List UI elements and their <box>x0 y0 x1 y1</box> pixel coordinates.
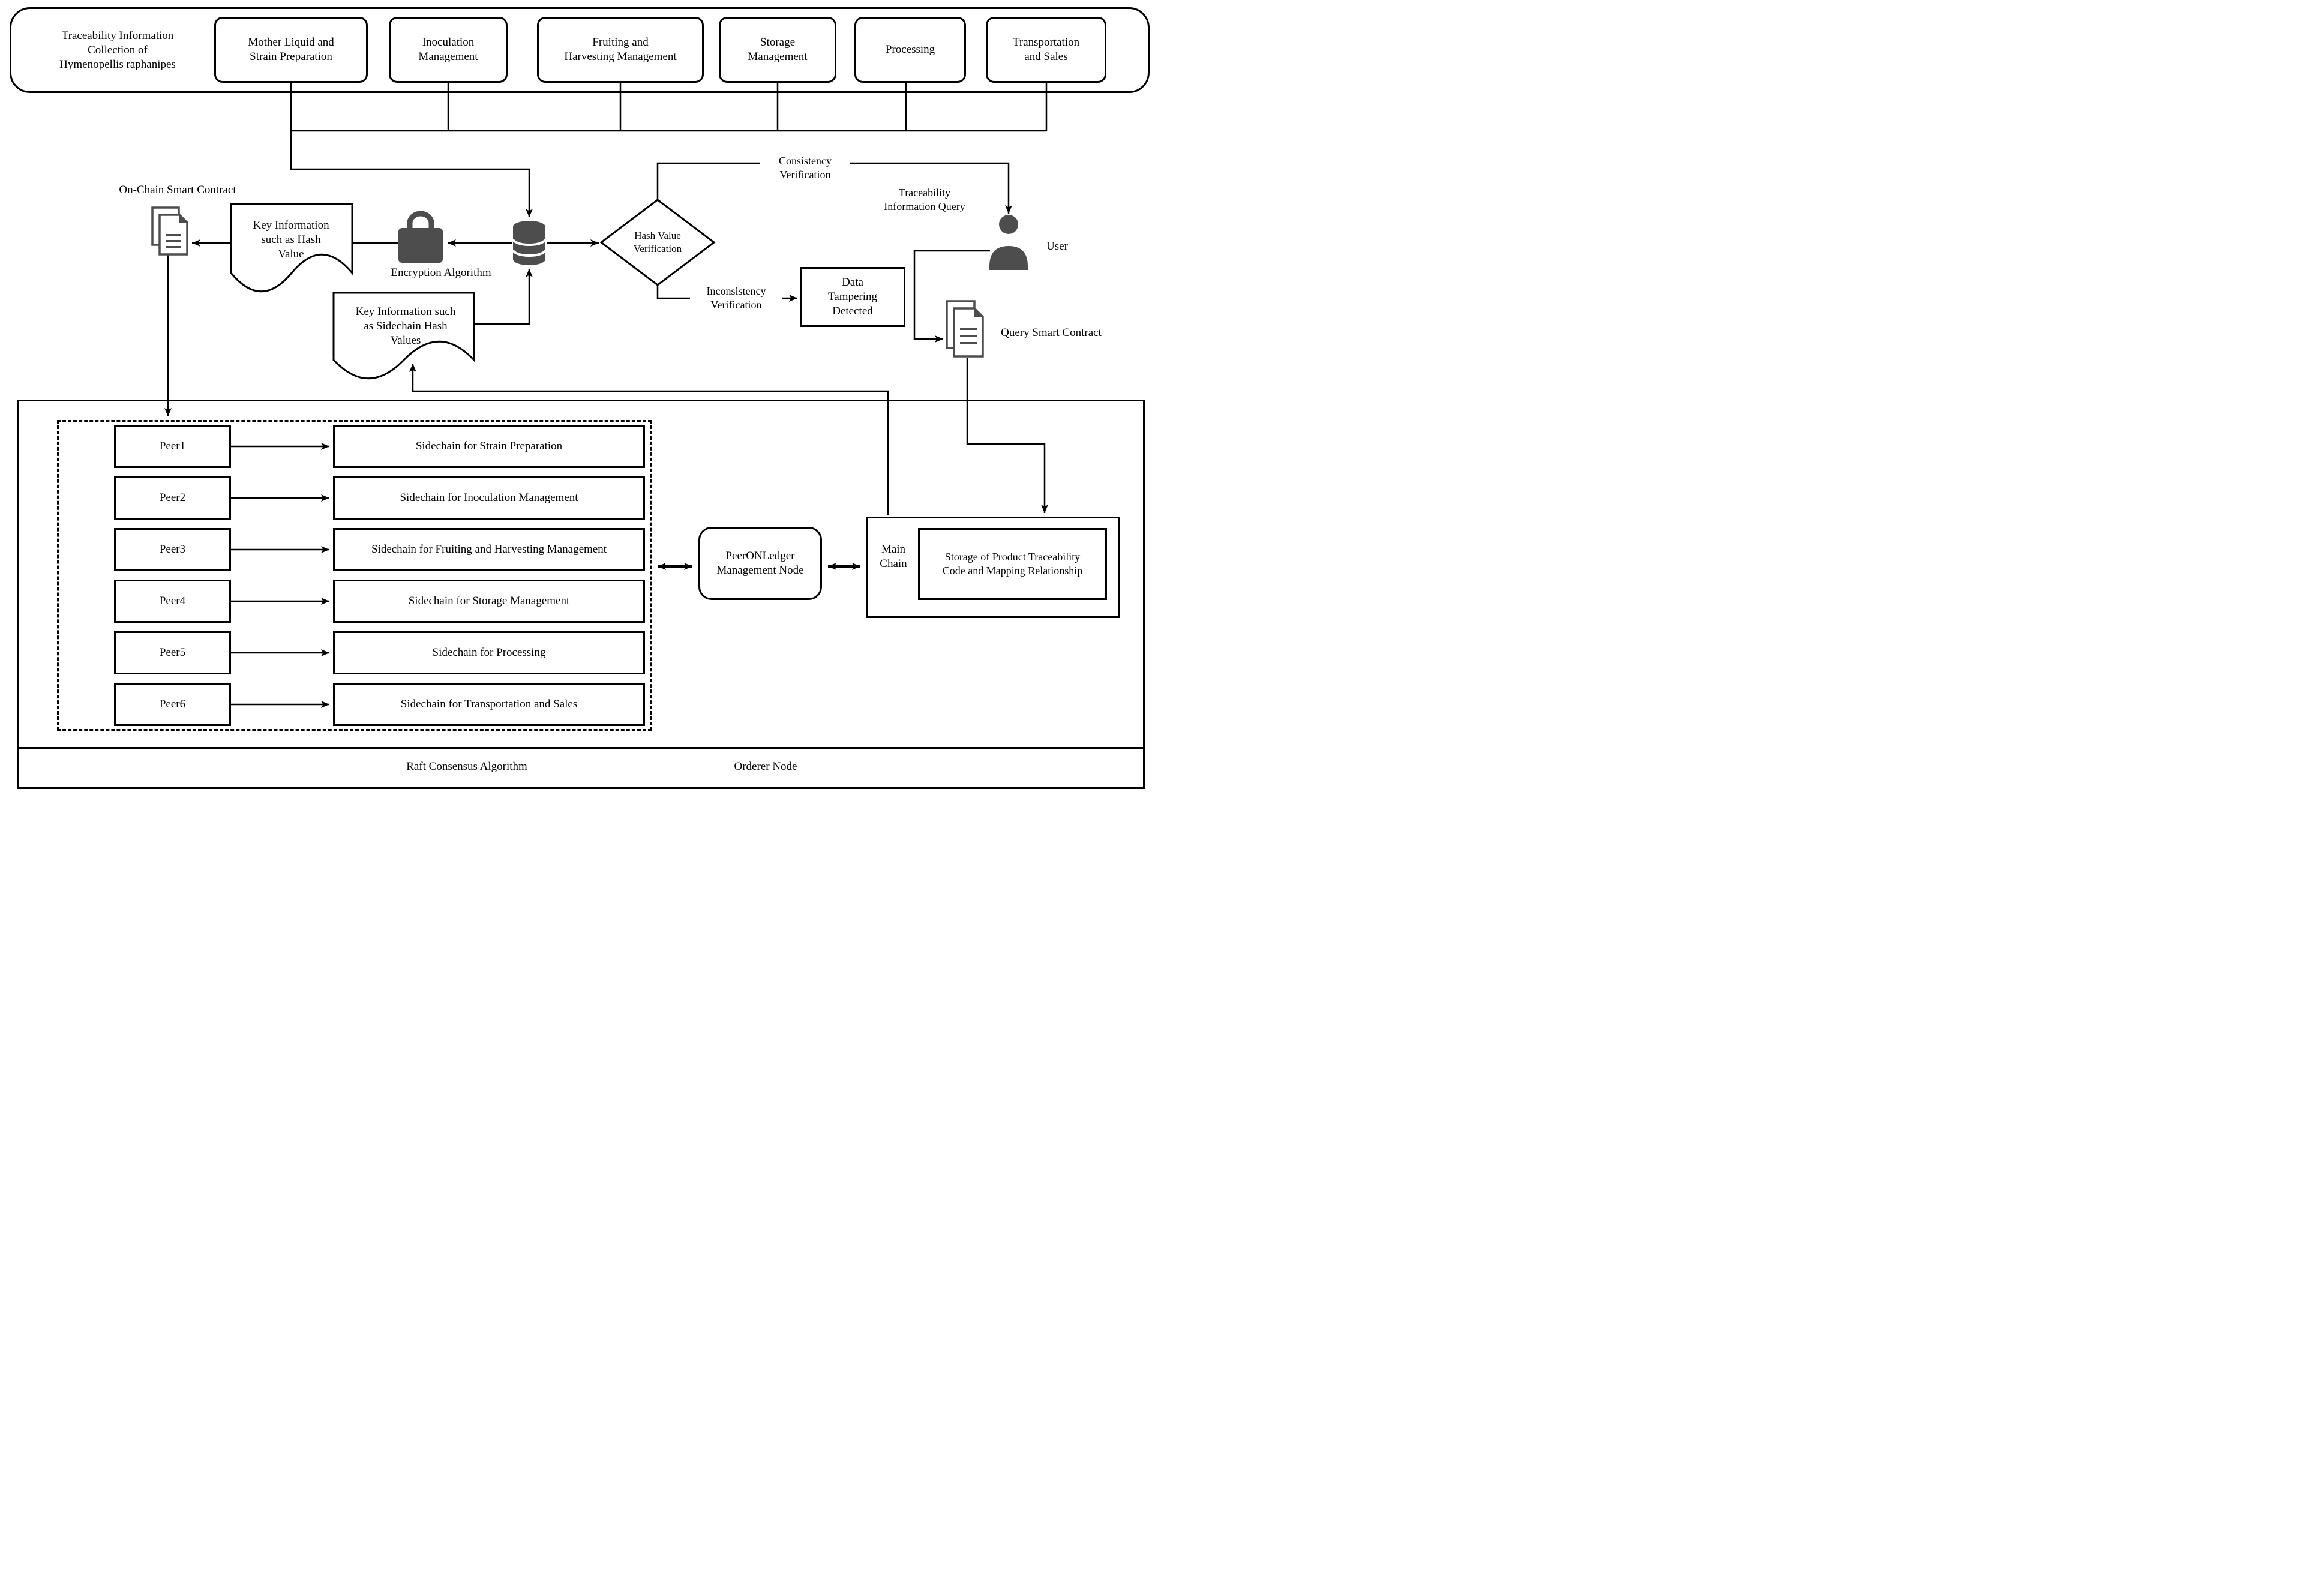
document-icon <box>946 300 984 358</box>
peer-box-2: Peer2 <box>114 476 231 520</box>
bus-to-database-arrow <box>290 131 533 217</box>
peer-box-4: Peer4 <box>114 580 231 623</box>
connector-layer <box>151 83 1048 708</box>
key-info-sidechain-label: Key Information such as Sidechain Hash V… <box>355 305 456 347</box>
on-chain-smart-contract-label: On-Chain Smart Contract <box>119 183 236 196</box>
consistency-verification-label: Consistency Verification <box>760 150 850 186</box>
document-icon <box>151 206 188 256</box>
inconsistency-verification-label: Inconsistency Verification <box>690 280 782 316</box>
key-info-hash-document-shape <box>230 203 353 293</box>
sidechain-box-2: Sidechain for Inoculation Management <box>333 476 645 520</box>
stage-mother-liquid: Mother Liquid and Strain Preparation <box>214 17 368 83</box>
user-label: User <box>1046 239 1068 253</box>
peer-box-1: Peer1 <box>114 425 231 468</box>
traceability-code-storage-box: Storage of Product Traceability Code and… <box>918 528 1107 600</box>
sidechain-box-3: Sidechain for Fruiting and Harvesting Ma… <box>333 528 645 571</box>
traceability-information-query-label: Traceability Information Query <box>884 186 965 212</box>
peer-sidechain-arrows <box>231 443 329 708</box>
peeronledger-management-node: PeerONLedger Management Node <box>698 527 822 600</box>
hash-value-verification-label: Hash Value Verification <box>633 230 682 254</box>
query-contract-to-mainchain-arrow <box>966 358 1048 513</box>
blockchain-traceability-diagram: Traceability Information Collection of H… <box>0 0 1162 794</box>
encryption-algorithm-label: Encryption Algorithm <box>391 266 491 279</box>
mainchain-to-sidechain-doc-arrow <box>409 364 889 515</box>
peer-group-container <box>57 420 652 731</box>
collection-title: Traceability Information Collection of H… <box>59 29 176 71</box>
hash-value-verification-diamond <box>599 199 716 286</box>
sidechain-box-5: Sidechain for Processing <box>333 631 645 674</box>
database-icon <box>512 221 547 265</box>
main-chain-label: Main Chain <box>880 542 907 570</box>
peer-box-5: Peer5 <box>114 631 231 674</box>
peer-box-6: Peer6 <box>114 683 231 726</box>
sidechain-doc-to-database-arrow <box>474 269 533 325</box>
query-smart-contract-label: Query Smart Contract <box>1001 326 1102 339</box>
stage-inoculation: Inoculation Management <box>389 17 508 83</box>
data-tampering-detected-box: Data Tampering Detected <box>800 267 905 327</box>
user-to-query-contract-arrow <box>913 250 990 343</box>
peer-box-3: Peer3 <box>114 528 231 571</box>
stage-storage: Storage Management <box>719 17 836 83</box>
person-icon <box>989 215 1028 270</box>
key-info-sidechain-document-shape <box>332 292 475 380</box>
sidechain-box-1: Sidechain for Strain Preparation <box>333 425 645 468</box>
lock-icon <box>398 211 443 263</box>
sidechain-box-6: Sidechain for Transportation and Sales <box>333 683 645 726</box>
sidechain-box-4: Sidechain for Storage Management <box>333 580 645 623</box>
key-info-hash-label: Key Information such as Hash Value <box>253 218 329 261</box>
stage-fruiting-harvesting: Fruiting and Harvesting Management <box>537 17 704 83</box>
stage-processing: Processing <box>854 17 966 83</box>
orderer-node-label: Orderer Node <box>734 760 797 773</box>
consensus-band-separator <box>19 747 1143 749</box>
raft-consensus-label: Raft Consensus Algorithm <box>406 760 527 773</box>
stage-bus-connectors <box>290 83 1048 217</box>
stage-transportation-sales: Transportation and Sales <box>986 17 1106 83</box>
